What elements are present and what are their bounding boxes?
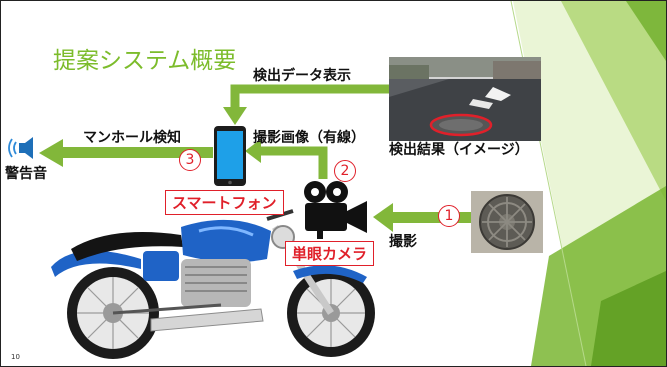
label-manhole-detection: マンホール検知	[83, 130, 181, 146]
slide-title: 提案システム概要	[53, 48, 237, 74]
movie-camera-icon	[304, 181, 367, 239]
step-3-badge: 3	[179, 149, 201, 171]
step-1-badge: 1	[438, 205, 460, 227]
smartphone-icon	[214, 126, 246, 186]
arrow-camera-to-phone	[259, 146, 328, 179]
step-2-badge: 2	[334, 160, 356, 182]
manhole-cover-photo	[471, 191, 543, 253]
arrow-manhole-to-camera-head	[373, 203, 393, 232]
label-camera: 単眼カメラ	[285, 241, 375, 266]
page-number: 10	[11, 353, 20, 361]
label-captured-image: 撮影画像（有線）	[253, 130, 365, 146]
motorcycle-illustration	[51, 209, 375, 359]
arrow-detection-to-phone	[230, 84, 389, 109]
label-warning-sound: 警告音	[5, 166, 47, 182]
label-smartphone: スマートフォン	[165, 190, 284, 215]
arrow-manhole-to-camera	[391, 212, 471, 223]
label-shooting: 撮影	[389, 234, 417, 250]
arrow-phone-to-speaker-head	[39, 139, 63, 167]
arrow-detection-to-phone-head	[223, 107, 247, 125]
label-detection-display: 検出データ表示	[253, 68, 351, 84]
arrow-phone-to-speaker	[61, 147, 213, 158]
detection-result-photo	[389, 57, 541, 141]
label-detection-result: 検出結果（イメージ）	[389, 142, 529, 158]
speaker-icon	[8, 137, 33, 159]
arrow-camera-to-phone-head	[245, 139, 261, 163]
